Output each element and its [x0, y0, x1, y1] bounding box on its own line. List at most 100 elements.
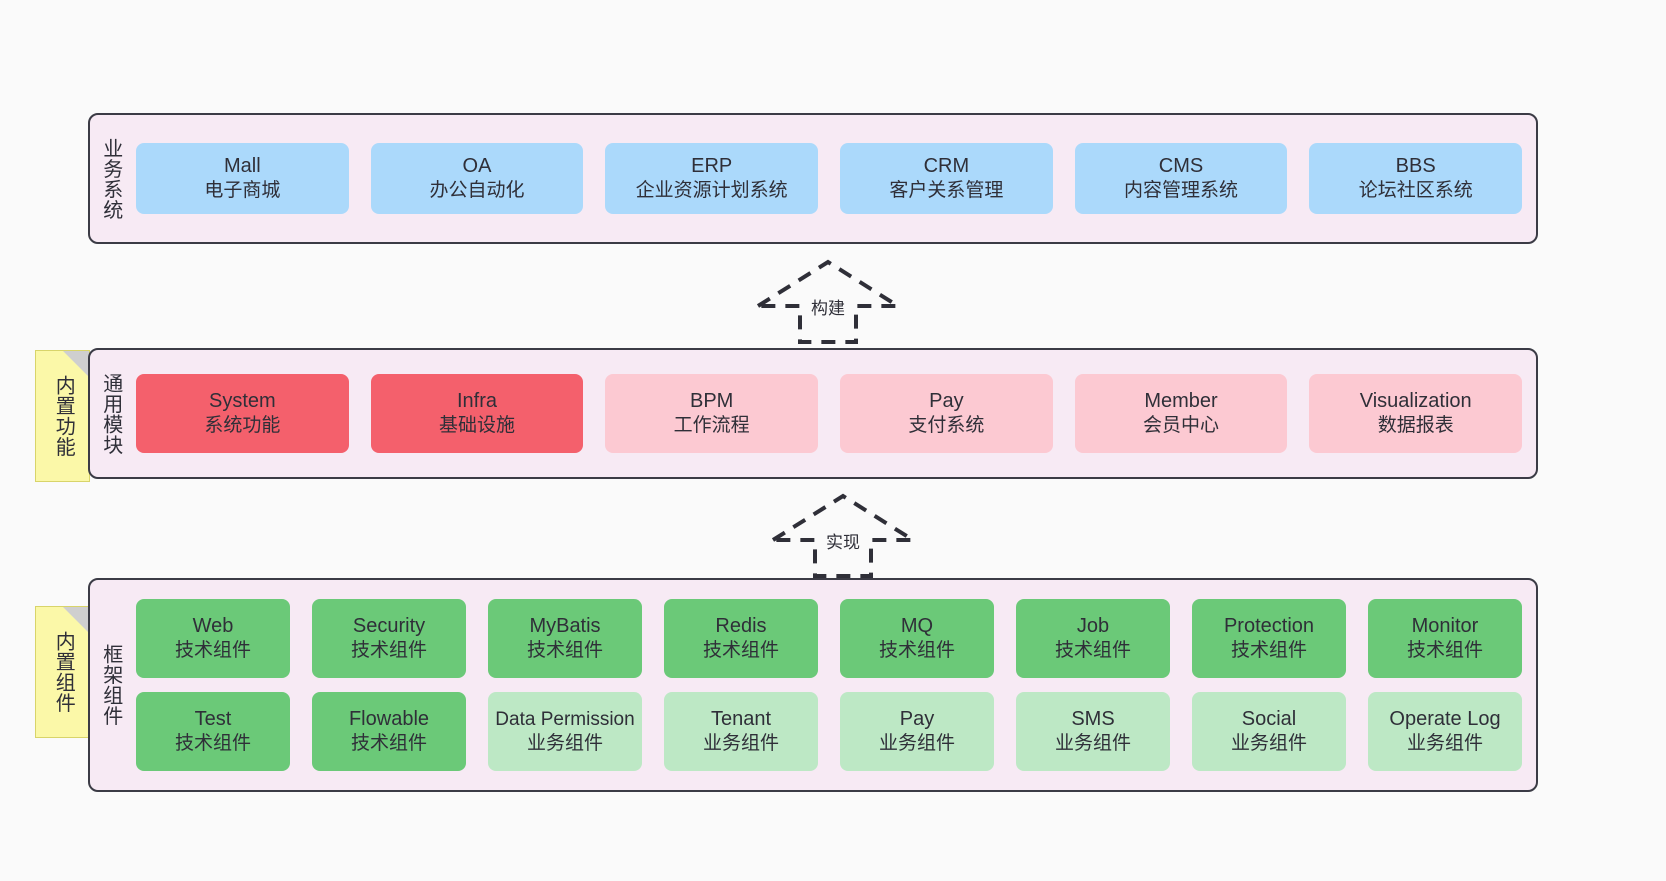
framework-components-row-2: Test 技术组件 Flowable 技术组件 Data Permission … [136, 692, 1522, 771]
box-monitor-en: Monitor [1411, 615, 1479, 638]
box-mq-zh: 技术组件 [878, 640, 955, 662]
box-sms[interactable]: SMS 业务组件 [1016, 692, 1170, 771]
box-tenant[interactable]: Tenant 业务组件 [664, 692, 818, 771]
box-infra-en: Infra [456, 390, 498, 413]
box-bbs-zh: 论坛社区系统 [1358, 180, 1473, 202]
box-oa-en: OA [462, 155, 492, 178]
layer-title-common-modules: 通用模块 [99, 372, 122, 455]
note-builtin-functions-label: 内置功能 [52, 375, 75, 457]
box-member-zh: 会员中心 [1143, 415, 1220, 437]
box-member[interactable]: Member 会员中心 [1074, 374, 1288, 453]
box-security[interactable]: Security 技术组件 [312, 599, 466, 678]
box-redis[interactable]: Redis 技术组件 [664, 599, 818, 678]
box-data-permission[interactable]: Data Permission 业务组件 [488, 692, 642, 771]
box-social[interactable]: Social 业务组件 [1192, 692, 1346, 771]
box-cms[interactable]: CMS 内容管理系统 [1074, 143, 1288, 214]
box-monitor-zh: 技术组件 [1406, 640, 1483, 662]
box-redis-zh: 技术组件 [702, 640, 779, 662]
box-job-en: Job [1076, 615, 1110, 638]
box-mybatis-en: MyBatis [529, 615, 601, 638]
layer-body-common-modules: System 系统功能 Infra 基础设施 BPM 工作流程 Pay 支付系统… [130, 350, 1536, 477]
box-pay-component-zh: 业务组件 [878, 733, 955, 755]
layer-title-framework-components: 框架组件 [99, 644, 122, 726]
box-crm-zh: 客户关系管理 [889, 180, 1004, 202]
box-protection[interactable]: Protection 技术组件 [1192, 599, 1346, 678]
box-oa-zh: 办公自动化 [429, 180, 525, 202]
box-tenant-en: Tenant [710, 708, 772, 731]
box-mall-zh: 电子商城 [204, 180, 281, 202]
build-arrow-icon [751, 259, 905, 344]
box-data-permission-en: Data Permission [495, 708, 635, 730]
box-mall[interactable]: Mall 电子商城 [136, 143, 349, 214]
box-infra[interactable]: Infra 基础设施 [370, 374, 584, 453]
box-member-en: Member [1144, 390, 1218, 413]
box-erp-en: ERP [691, 155, 733, 178]
box-pay-module-zh: 支付系统 [908, 415, 985, 437]
box-bpm-zh: 工作流程 [673, 415, 750, 437]
box-web-en: Web [192, 615, 234, 638]
box-visualization[interactable]: Visualization 数据报表 [1309, 374, 1523, 453]
box-social-en: Social [1241, 708, 1297, 731]
framework-components-row-1: Web 技术组件 Security 技术组件 MyBatis 技术组件 Redi… [136, 599, 1522, 678]
box-web[interactable]: Web 技术组件 [136, 599, 290, 678]
box-operate-log[interactable]: Operate Log 业务组件 [1368, 692, 1522, 771]
box-pay-component[interactable]: Pay 业务组件 [840, 692, 994, 771]
box-bbs[interactable]: BBS 论坛社区系统 [1309, 143, 1523, 214]
box-data-permission-zh: 业务组件 [526, 732, 603, 754]
layer-body-framework-components: Web 技术组件 Security 技术组件 MyBatis 技术组件 Redi… [130, 580, 1536, 790]
box-security-zh: 技术组件 [350, 640, 427, 662]
note-builtin-components: 内置组件 [35, 606, 90, 738]
box-test-zh: 技术组件 [174, 733, 251, 755]
box-pay-component-en: Pay [899, 708, 935, 731]
box-erp-zh: 企业资源计划系统 [635, 180, 788, 202]
box-web-zh: 技术组件 [174, 640, 251, 662]
connector-build-label: 构建 [811, 299, 845, 318]
box-flowable-zh: 技术组件 [350, 733, 427, 755]
box-sms-zh: 业务组件 [1054, 733, 1131, 755]
box-operate-log-en: Operate Log [1389, 708, 1501, 731]
box-protection-en: Protection [1223, 615, 1315, 638]
connector-build-arrow: 构建 [751, 258, 905, 344]
box-crm[interactable]: CRM 客户关系管理 [840, 143, 1053, 214]
box-erp[interactable]: ERP 企业资源计划系统 [605, 143, 819, 214]
box-oa[interactable]: OA 办公自动化 [370, 143, 584, 214]
box-job-zh: 技术组件 [1054, 640, 1131, 662]
box-cms-en: CMS [1158, 155, 1204, 178]
box-crm-en: CRM [923, 155, 970, 178]
box-social-zh: 业务组件 [1230, 733, 1307, 755]
box-mq-en: MQ [900, 615, 934, 638]
box-flowable-en: Flowable [348, 708, 430, 731]
layer-title-business-systems: 业务系统 [99, 137, 122, 220]
box-bbs-en: BBS [1395, 155, 1436, 178]
box-tenant-zh: 业务组件 [702, 733, 779, 755]
box-system-zh: 系统功能 [204, 415, 281, 437]
box-monitor[interactable]: Monitor 技术组件 [1368, 599, 1522, 678]
layer-common-modules: 通用模块 System 系统功能 Infra 基础设施 BPM 工作流程 Pay [88, 348, 1538, 479]
box-mybatis[interactable]: MyBatis 技术组件 [488, 599, 642, 678]
business-systems-row: Mall 电子商城 OA 办公自动化 ERP 企业资源计划系统 CRM 客户关系… [136, 143, 1523, 214]
note-builtin-components-label: 内置组件 [52, 631, 75, 713]
box-system[interactable]: System 系统功能 [136, 374, 349, 453]
box-pay-module-en: Pay [929, 390, 964, 413]
box-job[interactable]: Job 技术组件 [1016, 599, 1170, 678]
box-mybatis-zh: 技术组件 [526, 640, 603, 662]
box-mq[interactable]: MQ 技术组件 [840, 599, 994, 678]
box-bpm[interactable]: BPM 工作流程 [605, 374, 819, 453]
box-flowable[interactable]: Flowable 技术组件 [312, 692, 466, 771]
box-test-en: Test [194, 708, 232, 731]
box-protection-zh: 技术组件 [1230, 640, 1307, 662]
implement-arrow-icon [766, 493, 920, 578]
box-mall-en: Mall [224, 155, 261, 178]
box-bpm-en: BPM [690, 390, 734, 413]
box-pay-module[interactable]: Pay 支付系统 [840, 374, 1053, 453]
connector-implement-label: 实现 [826, 533, 860, 552]
box-test[interactable]: Test 技术组件 [136, 692, 290, 771]
box-system-en: System [208, 390, 276, 413]
box-redis-en: Redis [715, 615, 767, 638]
box-visualization-zh: 数据报表 [1377, 415, 1454, 437]
common-modules-row: System 系统功能 Infra 基础设施 BPM 工作流程 Pay 支付系统… [136, 374, 1523, 453]
box-sms-en: SMS [1071, 708, 1115, 731]
box-operate-log-zh: 业务组件 [1406, 733, 1483, 755]
box-cms-zh: 内容管理系统 [1124, 180, 1239, 202]
